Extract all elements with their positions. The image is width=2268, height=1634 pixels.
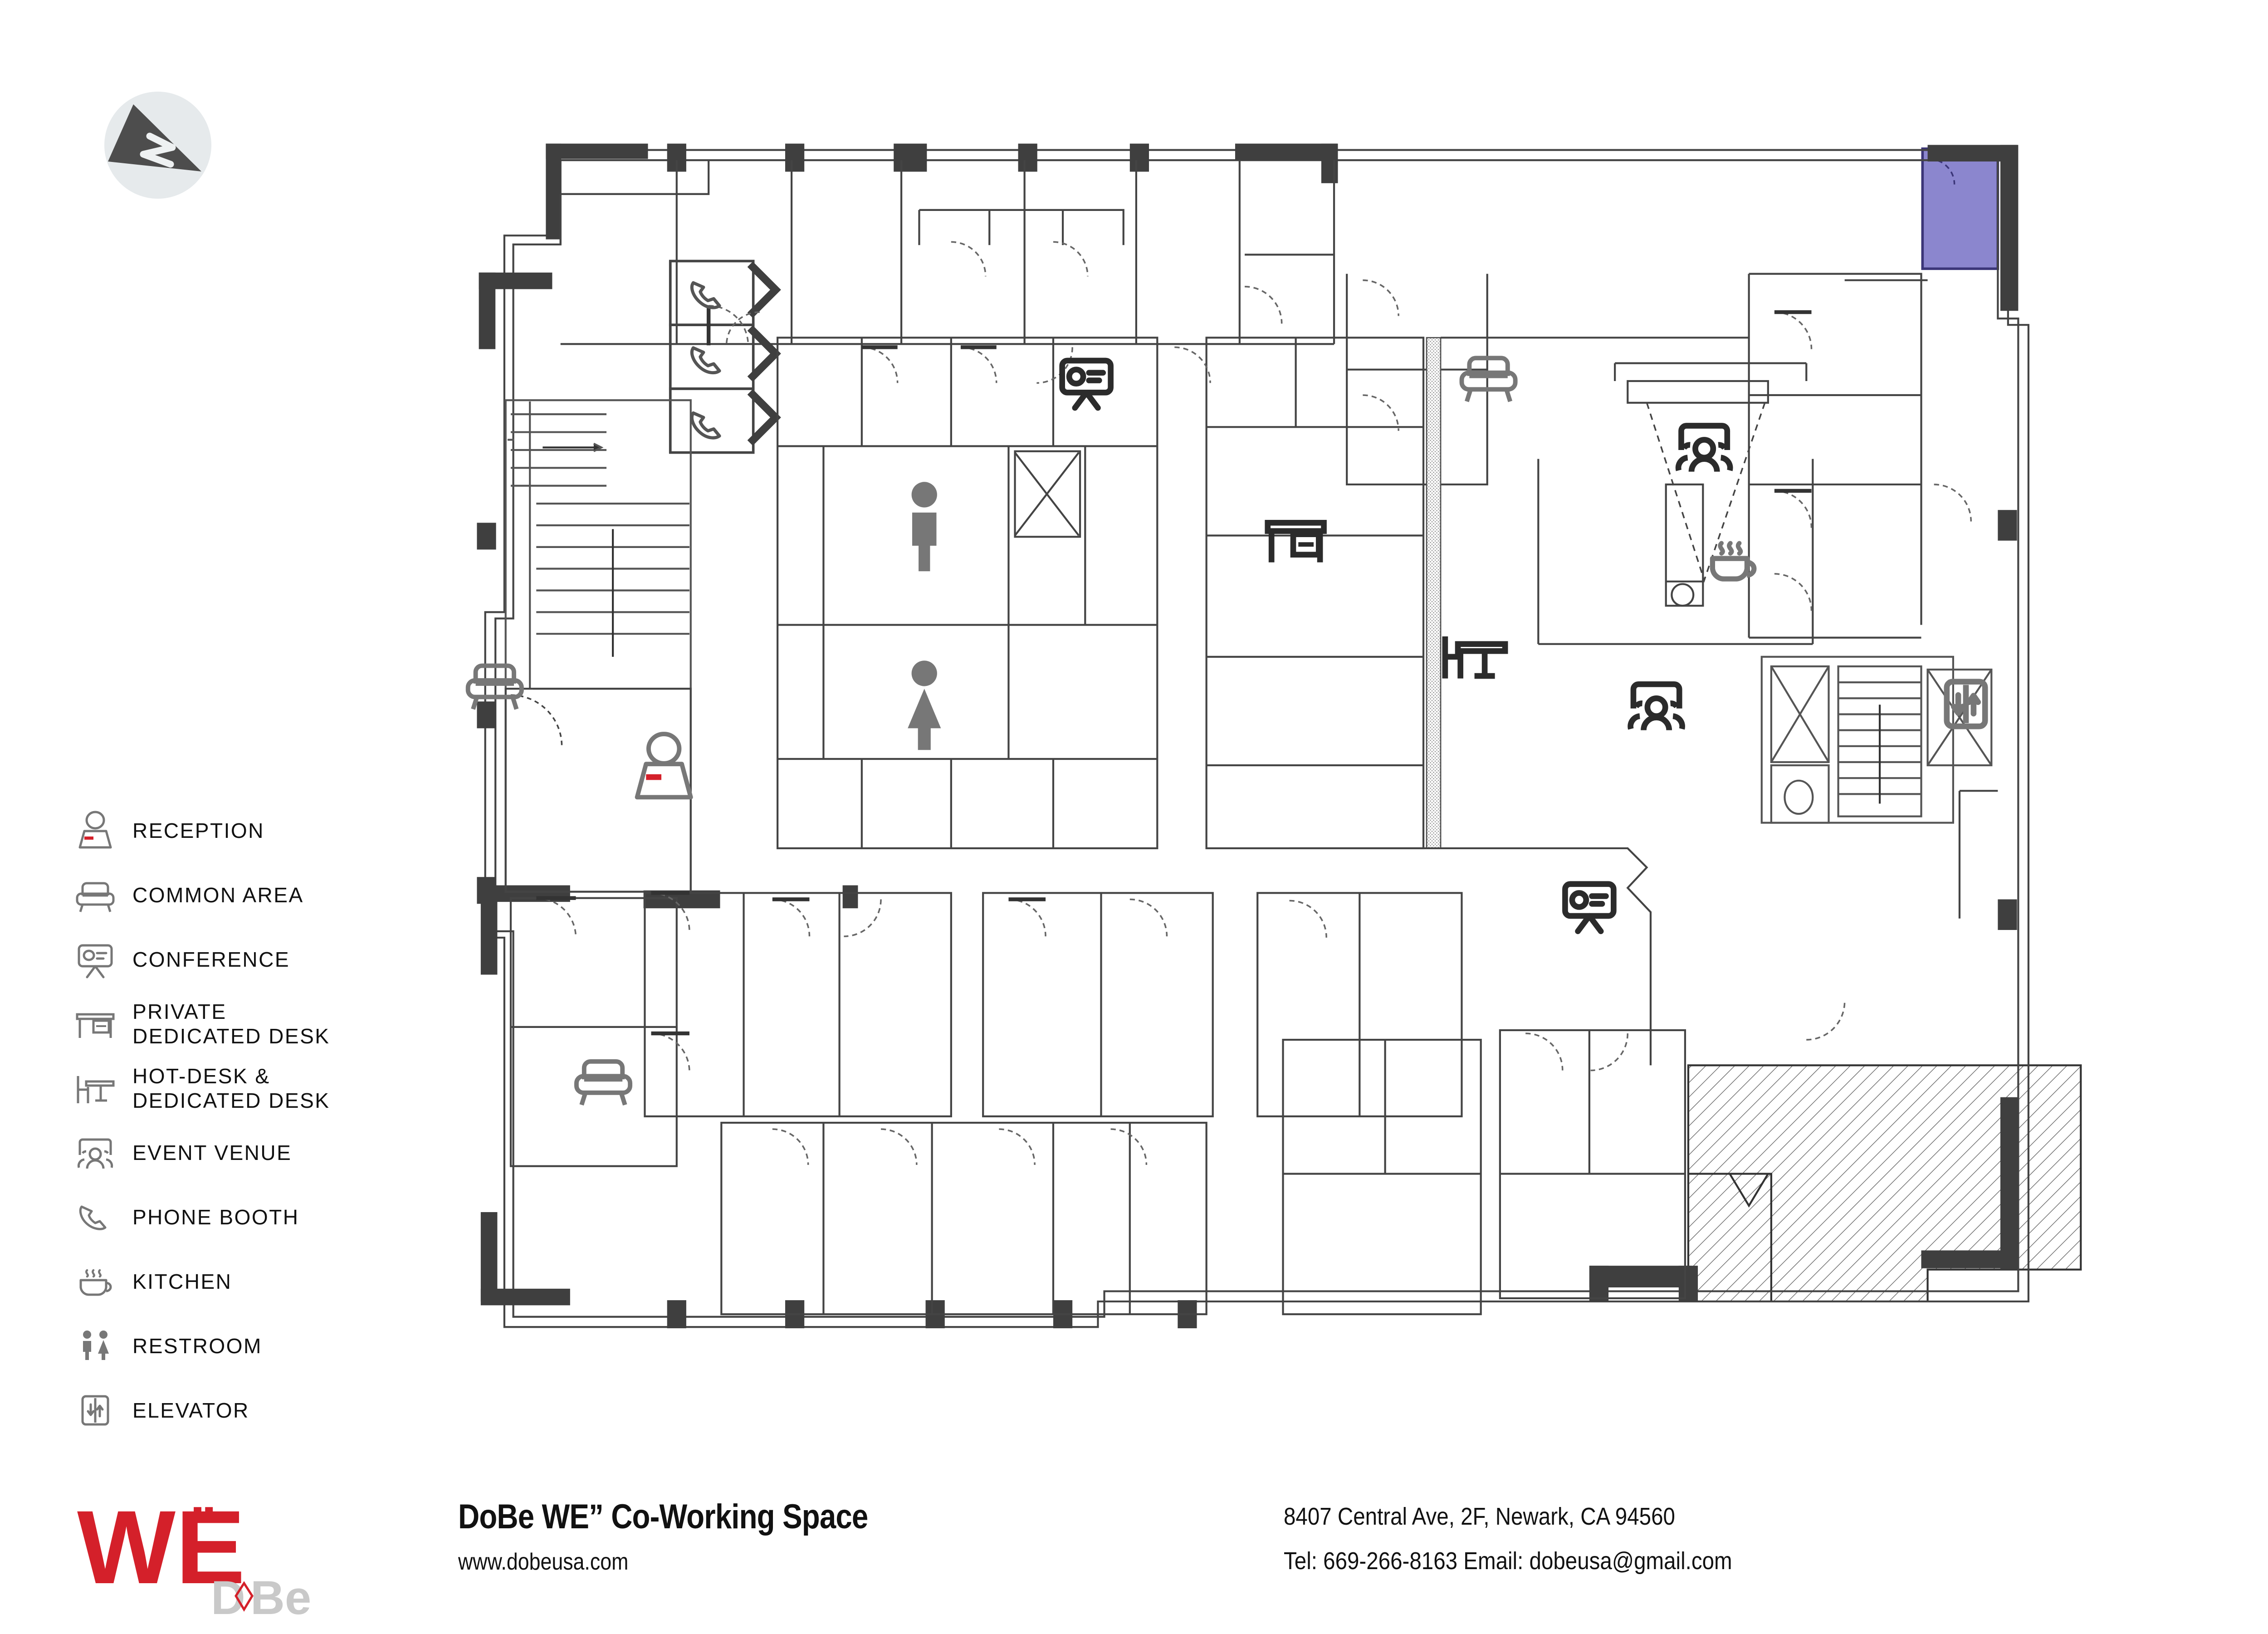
legend-label: RESTROOM: [132, 1334, 262, 1358]
legend-label: KITCHEN: [132, 1269, 232, 1293]
plan-spine-wall: [1426, 337, 1442, 849]
plan-icon-hot-desk: [1445, 636, 1505, 679]
legend-label: RECEPTION: [132, 818, 264, 842]
footer-title-block: DoBe WE” Co-Working Space www.dobeusa.co…: [458, 1497, 934, 1575]
event-venue-icon: [68, 1128, 122, 1178]
plan-door-swings: [536, 241, 1972, 1165]
sofa-icon: [68, 870, 122, 920]
plan-right-rooms: [1844, 279, 1998, 919]
legend-panel: RECEPTION COMMON AREA CONFERENCE: [68, 798, 386, 1443]
plan-icon-event-venue-1: [1678, 426, 1730, 471]
plan-hatched-available-suite[interactable]: [1687, 1064, 2082, 1303]
legend-item-phone-booth: PHONE BOOTH: [68, 1185, 386, 1249]
plan-open-event-area: [1441, 337, 1814, 645]
plan-icon-phone-booth-2: [692, 348, 719, 373]
logo-we-text: WE: [77, 1497, 245, 1605]
company-address: 8407 Central Ave, 2F, Newark, CA 94560: [1284, 1503, 1675, 1530]
plan-reception-room[interactable]: [504, 688, 692, 893]
plan-center-offices: [1205, 337, 1425, 850]
legend-item-elevator: ELEVATOR: [68, 1378, 386, 1443]
plan-icon-conference-2: [1565, 884, 1613, 931]
plan-phone-booth-doors: [747, 261, 781, 446]
desk-icon: [68, 999, 122, 1049]
legend-item-common-area: COMMON AREA: [68, 863, 386, 927]
phone-icon: [68, 1192, 122, 1242]
plan-icon-conference-1: [1062, 361, 1111, 408]
plan-icon-common-area-3: [577, 1062, 630, 1105]
plan-highlighted-unit[interactable]: [1921, 147, 1999, 270]
plan-icon-private-desk: [1268, 523, 1324, 562]
legend-item-hot-desk: HOT-DESK & DEDICATED DESK: [68, 1056, 386, 1120]
logo-dobe-text-2: Be: [250, 1571, 311, 1619]
legend-item-kitchen: KITCHEN: [68, 1249, 386, 1314]
company-website[interactable]: www.dobeusa.com: [458, 1549, 629, 1575]
logo-quote-mark: ”: [190, 1497, 217, 1556]
plan-structural-columns: [477, 143, 2019, 1329]
reception-icon: [68, 806, 122, 856]
we-dobe-logo: WE ” D Be: [77, 1489, 422, 1624]
legend-label: HOT-DESK & DEDICATED DESK: [132, 1064, 330, 1112]
hotdesk-icon: [68, 1063, 122, 1113]
company-title: DoBe WE” Co-Working Space: [458, 1497, 868, 1536]
legend-label: EVENT VENUE: [132, 1140, 292, 1164]
logo-dobe-text: D: [211, 1571, 245, 1619]
plan-icon-phone-booth-3: [692, 413, 719, 438]
legend-label: PRIVATE DEDICATED DESK: [132, 999, 330, 1048]
footer-contact-block: 8407 Central Ave, 2F, Newark, CA 94560 T…: [1284, 1502, 1793, 1575]
plan-phone-booth-cluster[interactable]: [669, 259, 755, 454]
legend-item-conference: CONFERENCE: [68, 927, 386, 992]
legend-item-restroom: RESTROOM: [68, 1314, 386, 1378]
plan-core-restrooms: [777, 337, 1158, 850]
plan-core-stair-elevator: [1760, 656, 1993, 824]
plan-icon-reception: [637, 734, 691, 797]
legend-label: ELEVATOR: [132, 1398, 249, 1422]
floor-plan[interactable]: [376, 127, 2100, 1397]
plan-door-leaves: [536, 305, 1812, 1036]
compass-north-arrow: [90, 77, 226, 213]
conference-icon: [68, 934, 122, 984]
legend-label: COMMON AREA: [132, 883, 304, 907]
plan-lower-left-offices: [509, 892, 1686, 1316]
plan-icon-phone-booth-1: [692, 283, 719, 308]
compass-n-letter: [140, 132, 176, 168]
legend-item-event-venue: EVENT VENUE: [68, 1120, 386, 1185]
plan-icon-restroom-men: [911, 482, 937, 572]
plan-icon-restroom-women: [908, 660, 941, 750]
kitchen-icon: [68, 1257, 122, 1306]
plan-icon-event-venue-2: [1631, 684, 1682, 730]
legend-item-private-desk: PRIVATE DEDICATED DESK: [68, 992, 386, 1056]
legend-label: PHONE BOOTH: [132, 1205, 299, 1229]
legend-label: CONFERENCE: [132, 947, 290, 971]
legend-item-reception: RECEPTION: [68, 798, 386, 863]
logo-diamond-icon: [235, 1581, 254, 1612]
company-contact[interactable]: Tel: 669-266-8163 Email: dobeusa@gmail.c…: [1284, 1547, 1732, 1575]
plan-building-outline: [484, 149, 2030, 1328]
elevator-icon: [68, 1385, 122, 1435]
footer: WE ” D Be DoBe WE” Co-Working Space www.…: [0, 1483, 2268, 1633]
plan-jog-wall: [1289, 847, 1652, 1066]
plan-icon-kitchen: [1712, 543, 1754, 579]
plan-interior-walls-top: [559, 160, 1922, 639]
restroom-icon: [68, 1321, 122, 1371]
plan-icon-common-area-2: [1461, 358, 1515, 401]
plan-stairs-left: [504, 399, 692, 893]
